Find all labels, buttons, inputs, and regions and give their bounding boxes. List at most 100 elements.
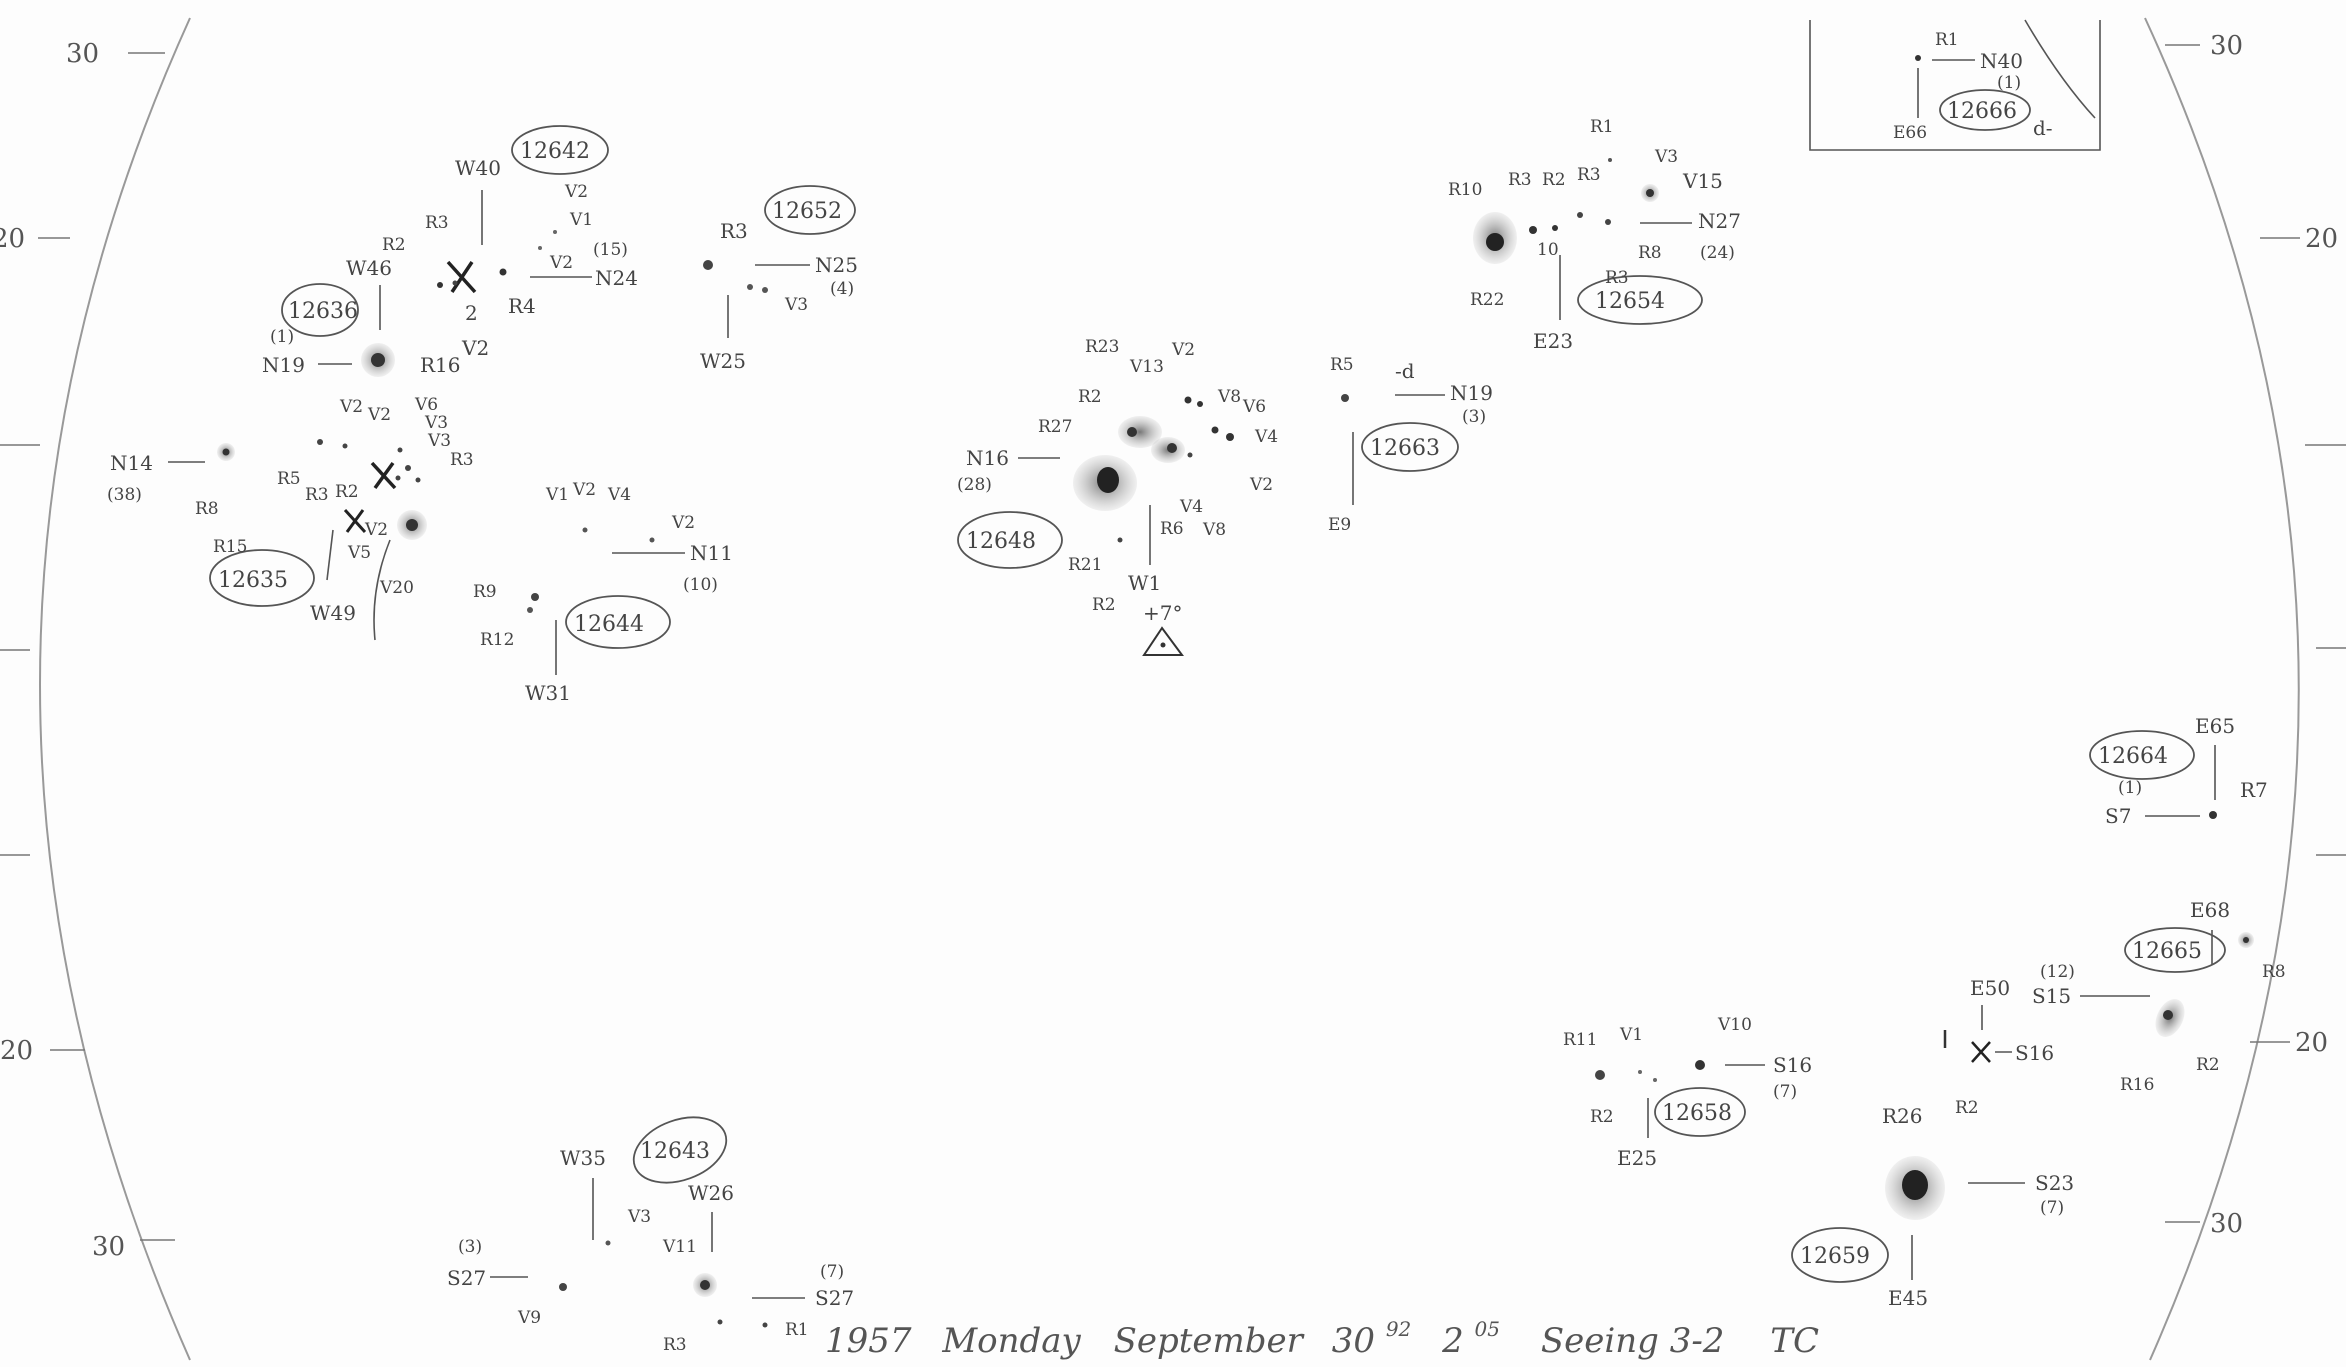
svg-text:V9: V9 <box>517 1308 541 1328</box>
region-number: 12666 <box>1947 99 2017 124</box>
svg-text:R2: R2 <box>1078 387 1102 407</box>
observation-footer: 1957 Monday September 30 92 2 05 Seeing … <box>825 1305 1819 1361</box>
region-number: 12659 <box>1800 1244 1870 1269</box>
svg-text:R7: R7 <box>2240 778 2268 802</box>
svg-text:R2: R2 <box>2196 1055 2220 1075</box>
svg-text:V5: V5 <box>347 543 371 563</box>
region-12663: 12663 R5 -d N19 (3) E9 <box>1328 355 1493 535</box>
svg-text:R9: R9 <box>473 582 497 602</box>
scale-mark: 20 <box>0 224 25 254</box>
svg-text:V8: V8 <box>1202 520 1226 540</box>
svg-text:R1: R1 <box>1935 30 1959 50</box>
right-latitude-scale: 30 20 20 30 <box>2165 31 2346 1239</box>
region-12642: 12642 W40 V2 V1 (15) V2 N24 R2 R3 R4 2 V… <box>382 125 638 360</box>
region-number: 12642 <box>520 139 590 164</box>
svg-text:(7): (7) <box>2040 1198 2064 1218</box>
svg-text:R1: R1 <box>785 1320 809 1340</box>
svg-text:1957 Monday Septem: 1957 Monday September 30 92 2 05 Seeing … <box>825 1305 1819 1361</box>
svg-text:R8: R8 <box>2262 962 2286 982</box>
svg-text:R8: R8 <box>195 499 219 519</box>
svg-text:R3: R3 <box>1605 268 1629 288</box>
footer-seeing: Seeing 3-2 <box>1541 1321 1725 1361</box>
svg-text:R3: R3 <box>450 450 474 470</box>
region-number: 12636 <box>288 299 358 324</box>
svg-text:W1: W1 <box>1128 571 1161 595</box>
svg-text:R1: R1 <box>1590 117 1614 137</box>
svg-text:V4: V4 <box>607 485 631 505</box>
svg-text:R16: R16 <box>420 353 461 377</box>
svg-text:V2: V2 <box>1171 340 1195 360</box>
footer-year: 1957 <box>825 1321 912 1361</box>
region-12664: 12664 E65 (1) R7 S7 <box>2089 714 2268 828</box>
svg-text:V6: V6 <box>414 395 438 415</box>
svg-text:V1: V1 <box>569 210 593 230</box>
limb-right-arc <box>2144 17 2300 1361</box>
svg-text:+7°: +7° <box>1143 601 1182 625</box>
svg-text:S7: S7 <box>2105 804 2131 828</box>
region-number: 12644 <box>574 612 644 637</box>
svg-text:V3: V3 <box>627 1207 651 1227</box>
svg-text:V10: V10 <box>1717 1015 1752 1035</box>
svg-text:(15): (15) <box>593 240 628 260</box>
svg-text:V2: V2 <box>367 405 391 425</box>
svg-text:R2: R2 <box>1955 1098 1979 1118</box>
svg-text:V2: V2 <box>364 520 388 540</box>
svg-text:(7): (7) <box>1773 1082 1797 1102</box>
region-number: 12635 <box>218 568 288 593</box>
svg-text:V20: V20 <box>379 578 414 598</box>
svg-text:N24: N24 <box>595 266 638 290</box>
svg-text:W40: W40 <box>455 156 501 180</box>
svg-text:V13: V13 <box>1129 357 1164 377</box>
region-12666: 12666 R1 N40 (1) E66 d- <box>1809 19 2101 151</box>
svg-text:E68: E68 <box>2190 898 2230 922</box>
svg-text:V11: V11 <box>662 1237 697 1257</box>
region-12648: 12648 R23 R2 V13 V2 V8 V6 V4 R27 N16 (28… <box>957 337 1278 656</box>
svg-text:V4: V4 <box>1254 427 1278 447</box>
svg-text:R2: R2 <box>1092 595 1116 615</box>
svg-text:W25: W25 <box>700 349 746 373</box>
scale-mark: 30 <box>92 1232 125 1262</box>
scale-mark: 20 <box>2305 224 2338 254</box>
svg-text:N14: N14 <box>110 451 153 475</box>
footer-weekday: Monday <box>941 1321 1081 1361</box>
svg-text:(3): (3) <box>1462 407 1486 427</box>
region-number: 12643 <box>640 1139 710 1164</box>
svg-text:10: 10 <box>1537 240 1559 260</box>
svg-text:(10): (10) <box>683 575 718 595</box>
svg-text:(12): (12) <box>2040 962 2075 982</box>
svg-text:-d: -d <box>1395 359 1415 383</box>
svg-text:(1): (1) <box>1997 73 2021 93</box>
svg-text:W26: W26 <box>688 1181 734 1205</box>
svg-text:S23: S23 <box>2035 1171 2074 1195</box>
svg-text:d-: d- <box>2033 116 2053 140</box>
region-12652: 12652 R3 N25 (4) V3 W25 <box>700 185 858 373</box>
svg-text:E25: E25 <box>1617 1146 1657 1170</box>
svg-text:N40: N40 <box>1980 49 2023 73</box>
svg-text:V4: V4 <box>1179 497 1203 517</box>
svg-text:W35: W35 <box>560 1146 606 1170</box>
central-meridian-marker: +7° <box>1142 601 1184 656</box>
svg-text:W46: W46 <box>346 256 392 280</box>
svg-text:(1): (1) <box>270 327 294 347</box>
svg-text:(38): (38) <box>107 485 142 505</box>
svg-text:(24): (24) <box>1700 243 1735 263</box>
scale-mark: 30 <box>66 39 99 69</box>
svg-text:N11: N11 <box>690 541 733 565</box>
svg-text:W31: W31 <box>525 681 571 705</box>
svg-text:V2: V2 <box>339 397 363 417</box>
svg-text:R11: R11 <box>1563 1030 1597 1050</box>
region-number: 12665 <box>2132 939 2202 964</box>
svg-text:N27: N27 <box>1698 209 1741 233</box>
footer-time-min: 05 <box>1475 1317 1500 1341</box>
scale-mark: 30 <box>2210 31 2243 61</box>
region-12635: 12635 N14 (38) R8 R15 R5 R3 R2 V2 V2 V6 … <box>107 395 474 641</box>
limb-left-arc <box>39 17 191 1361</box>
svg-text:R15: R15 <box>213 537 247 557</box>
scale-mark: 20 <box>0 1036 33 1066</box>
svg-text:S27: S27 <box>447 1266 486 1290</box>
footer-observer: TC <box>1770 1321 1819 1361</box>
svg-text:R12: R12 <box>480 630 514 650</box>
scale-mark: 20 <box>2295 1028 2328 1058</box>
region-number: 12658 <box>1662 1101 1732 1126</box>
